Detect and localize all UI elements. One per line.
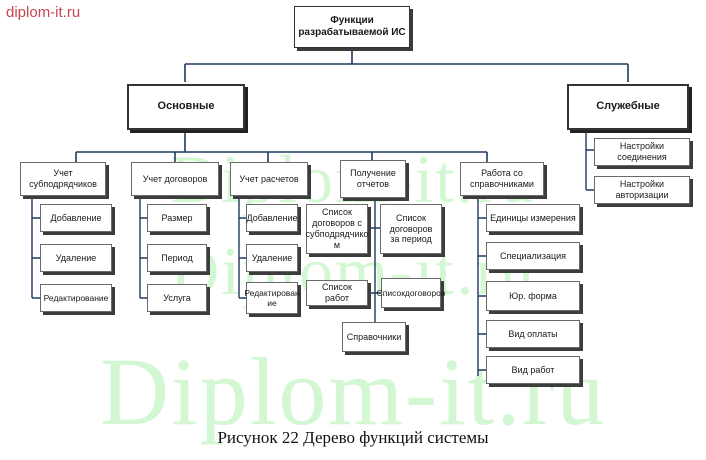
ref-work-type: Вид работ (486, 356, 580, 384)
report-contracts-period: Список договоров за период (380, 204, 442, 254)
edge-settlements (238, 196, 246, 299)
settlements-add: Добавление (246, 204, 298, 232)
figure-caption: Рисунок 22 Дерево функций системы (217, 428, 489, 447)
report-references: Справочники (342, 322, 406, 352)
settlements-edit: Редактирован ие (244, 282, 300, 314)
report-contracts-list: Списокдоговоров (377, 278, 445, 308)
service-category: Служебные (567, 84, 689, 130)
edge-service (585, 130, 594, 191)
contracts-service: Услуга (147, 284, 207, 312)
ref-legal-form: Юр. форма (486, 281, 580, 311)
edge-main (75, 130, 488, 162)
service-item-auth: Настройки авторизации (594, 176, 690, 204)
contractors-delete: Удаление (40, 244, 112, 272)
edge-contracts (139, 196, 147, 299)
ref-payment-type: Вид оплаты (486, 320, 580, 348)
edge-root (184, 48, 629, 82)
edge-contractors (31, 196, 40, 299)
group-references: Работа со справочниками (460, 162, 544, 196)
main-category: Основные (127, 84, 245, 130)
contractors-edit: Редактирование (40, 284, 112, 312)
contracts-period: Период (147, 244, 207, 272)
ref-units: Единицы измерения (486, 204, 580, 232)
ref-specialization: Специализация (486, 242, 580, 270)
group-settlements: Учет расчетов (230, 162, 308, 196)
settlements-delete: Удаление (246, 244, 298, 272)
edge-reports (366, 198, 381, 322)
contracts-size: Размер (147, 204, 207, 232)
report-contractor-contracts: Список договоров с субподрядчико м (306, 204, 369, 254)
root-node: Функции разрабатываемой ИС (294, 6, 410, 48)
report-works: Список работ (306, 280, 368, 306)
contractors-add: Добавление (40, 204, 112, 232)
group-contractors: Учет субподрядчиков (20, 162, 106, 196)
edge-references (477, 196, 486, 376)
group-contracts: Учет договоров (131, 162, 219, 196)
service-item-connection: Настройки соединения (594, 138, 690, 166)
group-reports: Получение отчетов (340, 160, 406, 198)
site-label: diplom-it.ru (6, 4, 81, 21)
